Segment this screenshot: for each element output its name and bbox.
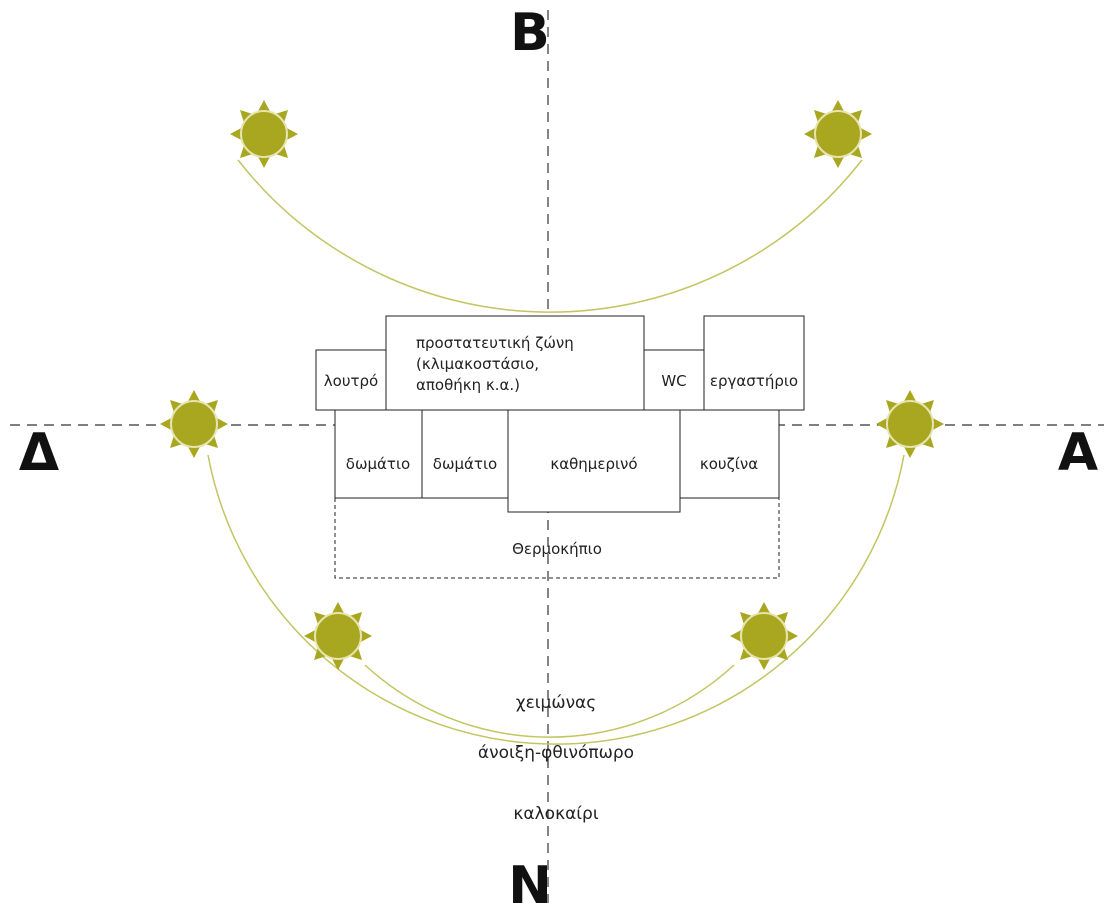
sun-icon-summer-east xyxy=(803,99,873,169)
label-living-room: καθημερινό xyxy=(550,455,637,473)
label-protective-zone-3: αποθήκη κ.α.) xyxy=(416,376,520,394)
compass-south: Ν xyxy=(508,856,552,903)
compass-west: Δ xyxy=(19,423,59,483)
compass-north: Β xyxy=(510,3,550,63)
compass-east: Α xyxy=(1058,423,1098,483)
sun-icon-equinox-east xyxy=(875,389,945,459)
room-kitchen xyxy=(679,409,780,499)
summer-sun-path xyxy=(237,159,863,313)
room-wc xyxy=(643,349,705,411)
room-bathroom xyxy=(315,349,387,411)
label-protective-zone-1: προστατευτική ζώνη xyxy=(416,334,574,352)
label-bedroom-2: δωμάτιο xyxy=(433,455,497,473)
sun-icon-winter-east xyxy=(729,601,799,671)
greenhouse-outline xyxy=(334,498,780,579)
label-kitchen: κουζίνα xyxy=(700,455,758,473)
sun-icon-equinox-west xyxy=(159,389,229,459)
label-protective-zone-2: (κλιμακοστάσιο, xyxy=(416,355,539,373)
label-greenhouse: Θερμοκήπιο xyxy=(512,540,602,558)
label-wc: WC xyxy=(661,372,686,390)
room-living xyxy=(507,409,681,513)
label-workshop: εργαστήριο xyxy=(710,372,798,390)
winter-sun-path xyxy=(364,664,735,738)
room-workshop xyxy=(703,315,805,411)
label-bedroom-1: δωμάτιο xyxy=(346,455,410,473)
spring-autumn-sun-path xyxy=(207,454,905,745)
label-summer: καλοκαίρι xyxy=(513,804,598,824)
sun-icon-winter-west xyxy=(303,601,373,671)
sun-icon-summer-west xyxy=(229,99,299,169)
label-winter: χειμώνας xyxy=(516,693,597,713)
room-bedroom-2 xyxy=(421,409,509,499)
room-bedroom-1 xyxy=(334,409,423,499)
label-spring-autumn: άνοιξη-φθινόπωρο xyxy=(478,743,634,763)
label-bathroom: λουτρό xyxy=(324,372,378,390)
